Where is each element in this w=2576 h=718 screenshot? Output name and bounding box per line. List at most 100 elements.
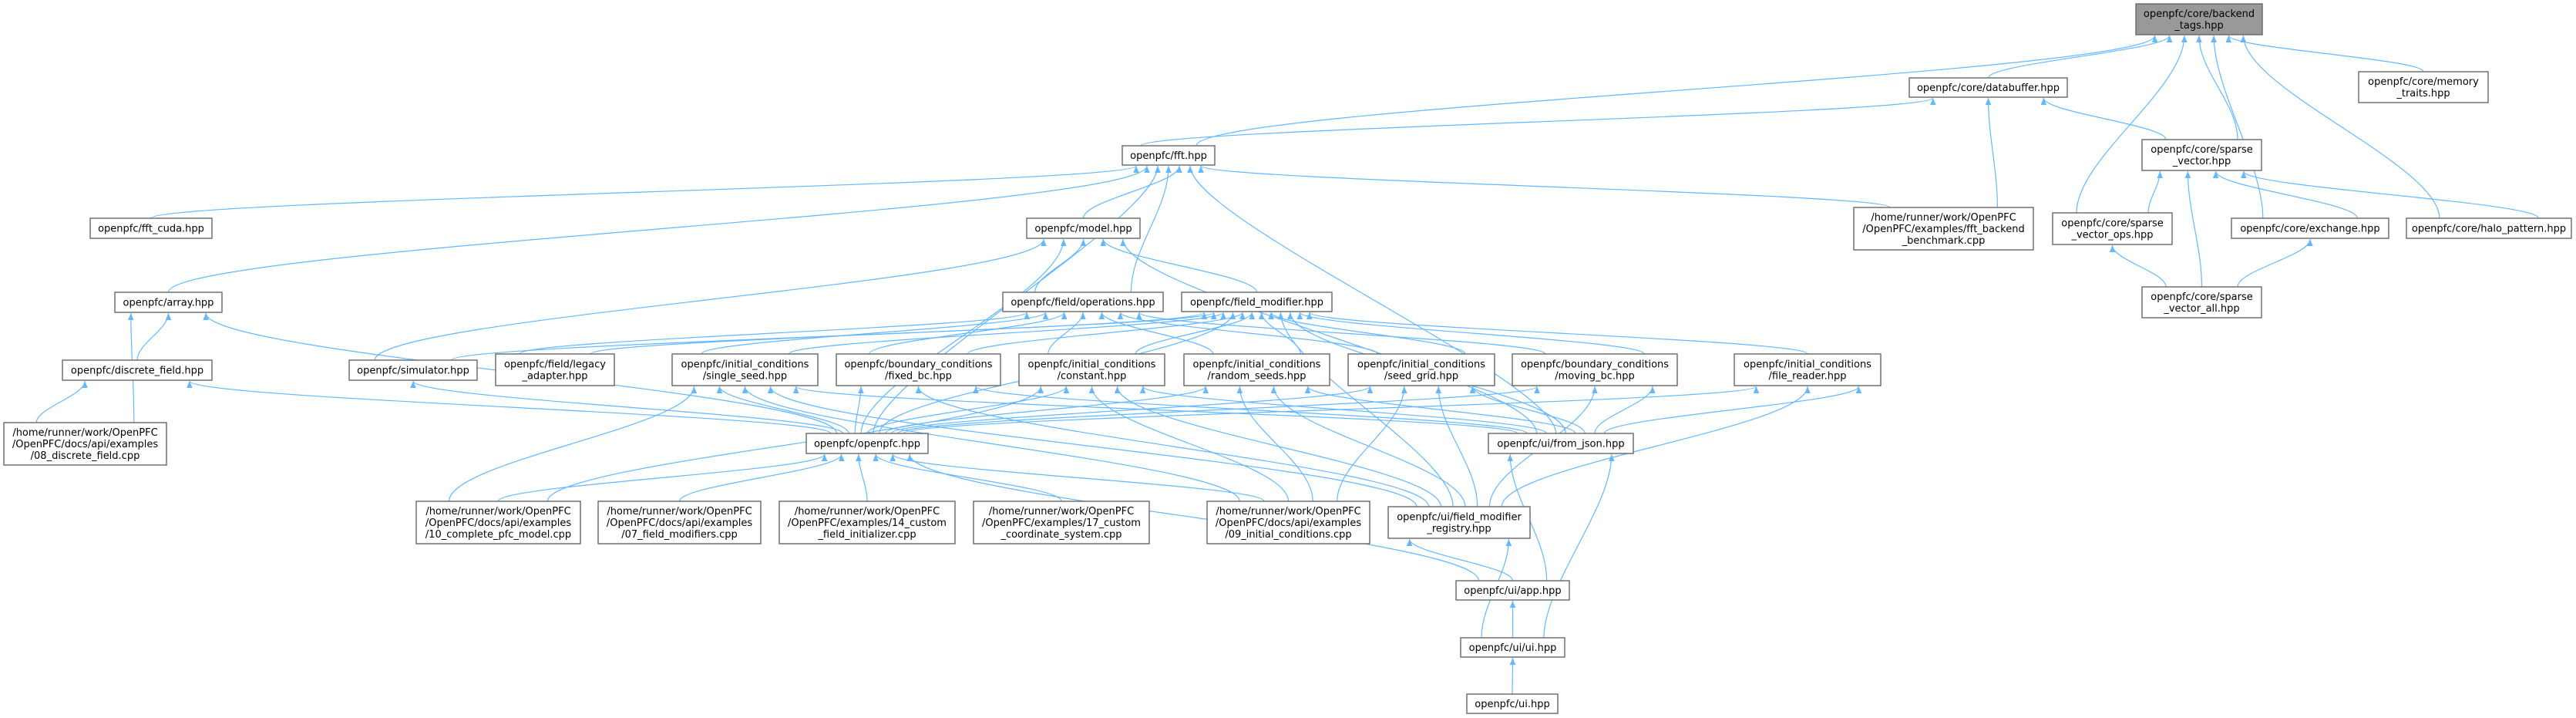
dependency-edge-ui-to-ui-ui [1509, 657, 1516, 695]
node-ex10[interactable]: /home/runner/work/OpenPFC/OpenPFC/docs/a… [415, 501, 581, 544]
node-from-json[interactable]: openpfc/ui/from_json.hpp [1488, 433, 1634, 454]
node-legacy-adapter[interactable]: openpfc/field/legacy_adapter.hpp [495, 353, 615, 386]
node-label-line: _vector_ops.hpp [2070, 230, 2153, 241]
node-label-line: openpfc/ui/from_json.hpp [1497, 439, 1624, 450]
node-label: openpfc/ui/field_modifier_registry.hpp [1397, 512, 1522, 535]
node-label: openpfc/initial_conditions/file_reader.h… [1744, 359, 1871, 383]
node-label-line: _coordinate_system.cpp [1000, 529, 1122, 541]
node-field-modifier[interactable]: openpfc/field_modifier.hpp [1181, 292, 1333, 312]
node-simulator[interactable]: openpfc/simulator.hpp [348, 359, 478, 381]
node-fixed-bc[interactable]: openpfc/boundary_conditions/fixed_bc.hpp [836, 353, 1001, 386]
node-box [2358, 71, 2489, 103]
node-ex17[interactable]: /home/runner/work/OpenPFC/OpenPFC/exampl… [973, 501, 1150, 544]
node-box [415, 501, 581, 544]
node-label: openpfc/core/exchange.hpp [2240, 224, 2379, 235]
node-box [1460, 637, 1565, 658]
node-fft[interactable]: openpfc/fft.hpp [1122, 145, 1216, 166]
node-sparse-vector-all[interactable]: openpfc/core/sparse_vector_all.hpp [2141, 286, 2262, 319]
node-registry[interactable]: openpfc/ui/field_modifier_registry.hpp [1387, 506, 1531, 539]
node-box [1466, 693, 1559, 714]
node-random-seeds[interactable]: openpfc/initial_conditions/random_seeds.… [1183, 353, 1330, 386]
dependency-edge-fft-to-backend-tags [1196, 35, 2158, 147]
dependency-edge-openpfc-to-file-reader [903, 386, 1759, 434]
node-backend-tags: openpfc/core/backend_tags.hpp [2135, 3, 2263, 35]
node-model[interactable]: openpfc/model.hpp [1026, 217, 1141, 239]
node-ex14[interactable]: /home/runner/work/OpenPFC/OpenPFC/exampl… [779, 501, 956, 544]
node-file-reader[interactable]: openpfc/initial_conditions/file_reader.h… [1734, 353, 1882, 386]
node-app[interactable]: openpfc/ui/app.hpp [1455, 580, 1570, 601]
node-label-line: openpfc/initial_conditions [1193, 359, 1321, 371]
node-ui-ui[interactable]: openpfc/ui/ui.hpp [1460, 637, 1565, 658]
node-ex07[interactable]: /home/runner/work/OpenPFC/OpenPFC/docs/a… [597, 501, 762, 544]
dependency-edge-moving-bc-to-field-modifier [1296, 312, 1645, 355]
node-label-line: /moving_bc.hpp [1555, 371, 1635, 383]
node-openpfc[interactable]: openpfc/openpfc.hpp [805, 433, 929, 454]
node-discrete-field[interactable]: openpfc/discrete_field.hpp [62, 359, 213, 381]
node-box [2231, 217, 2389, 239]
node-label: openpfc/initial_conditions/random_seeds.… [1193, 359, 1321, 383]
dependency-edge-field-operations-to-model [1034, 238, 1087, 293]
edges-layer [35, 35, 2539, 695]
node-seed-grid[interactable]: openpfc/initial_conditions/seed_grid.hpp [1347, 353, 1495, 386]
dependency-edge-single-seed-to-field-modifier [788, 312, 1226, 355]
node-single-seed[interactable]: openpfc/initial_conditions/single_seed.h… [671, 353, 819, 386]
node-label: openpfc/core/memory_traits.hpp [2368, 76, 2479, 99]
node-box [89, 217, 213, 239]
dependency-edge-sparse-vector-to-backend-tags [2196, 35, 2238, 140]
node-label: openpfc/core/backend_tags.hpp [2144, 8, 2255, 32]
node-memory-traits[interactable]: openpfc/core/memory_traits.hpp [2358, 71, 2489, 103]
node-label-line: _adapter.hpp [521, 371, 587, 383]
node-label: openpfc/core/sparse_vector_ops.hpp [2061, 218, 2163, 241]
dependency-edge-from-json-to-file-reader [1603, 386, 1862, 434]
node-label-line: openpfc/core/halo_pattern.hpp [2412, 224, 2566, 235]
node-label-line: /OpenPFC/docs/api/examples [607, 517, 753, 529]
node-box [1181, 292, 1333, 312]
node-label: openpfc/field_modifier.hpp [1190, 297, 1323, 308]
dependency-edge-single-seed-to-field-operations [701, 312, 1049, 355]
node-label-line: openpfc/core/sparse [2151, 292, 2252, 303]
node-databuffer[interactable]: openpfc/core/databuffer.hpp [1908, 77, 2068, 98]
node-sparse-vector-ops[interactable]: openpfc/core/sparse_vector_ops.hpp [2052, 212, 2173, 245]
node-constant[interactable]: openpfc/initial_conditions/constant.hpp [1018, 353, 1165, 386]
node-field-operations[interactable]: openpfc/field/operations.hpp [1002, 292, 1164, 312]
node-label-line: openpfc/boundary_conditions [844, 359, 992, 371]
node-box [2141, 139, 2262, 171]
dependency-edge-ex09-to-seed-grid [1337, 386, 1407, 502]
dependency-edge-app-to-openpfc [906, 453, 1479, 581]
dependency-edge-memory-traits-to-backend-tags [2225, 35, 2424, 72]
node-label-line: /home/runner/work/OpenPFC [795, 506, 940, 517]
node-ex08[interactable]: /home/runner/work/OpenPFC/OpenPFC/docs/a… [3, 422, 167, 466]
node-label-line: /OpenPFC/examples/fft_backend [1862, 224, 2024, 235]
dependency-edge-sparse-vector-to-databuffer [2040, 97, 2167, 140]
node-box [1512, 353, 1678, 386]
node-box [1347, 353, 1495, 386]
node-sparse-vector[interactable]: openpfc/core/sparse_vector.hpp [2141, 139, 2262, 171]
node-halo-pattern[interactable]: openpfc/core/halo_pattern.hpp [2406, 217, 2572, 239]
node-label-line: /fixed_bc.hpp [885, 371, 952, 383]
node-box [3, 422, 167, 466]
node-box [1026, 217, 1141, 239]
node-label-line: openpfc/array.hpp [123, 298, 214, 309]
dependency-edge-fft-to-databuffer [1140, 97, 1936, 147]
node-label-line: /home/runner/work/OpenPFC [425, 506, 570, 517]
node-label-line: openpfc/core/databuffer.hpp [1917, 83, 2060, 94]
node-fft-cuda[interactable]: openpfc/fft_cuda.hpp [89, 217, 213, 239]
node-exchange[interactable]: openpfc/core/exchange.hpp [2231, 217, 2389, 239]
node-label-line: openpfc/boundary_conditions [1521, 359, 1669, 371]
node-box [1002, 292, 1164, 312]
node-array[interactable]: openpfc/array.hpp [114, 292, 223, 313]
node-moving-bc[interactable]: openpfc/boundary_conditions/moving_bc.hp… [1512, 353, 1678, 386]
dependency-edge-constant-to-field-operations [1048, 312, 1086, 355]
dependency-edge-sparse-vector-ops-to-backend-tags [2076, 35, 2188, 214]
node-box [1455, 580, 1570, 601]
dependency-edge-from-json-to-fft [1187, 165, 1557, 434]
node-ex09[interactable]: /home/runner/work/OpenPFC/OpenPFC/docs/a… [1206, 501, 1370, 544]
node-box [2052, 212, 2173, 245]
node-fft-backend-benchmark[interactable]: /home/runner/work/OpenPFC/OpenPFC/exampl… [1853, 207, 2034, 251]
node-label: openpfc/discrete_field.hpp [71, 366, 203, 377]
node-label: /home/runner/work/OpenPFC/OpenPFC/docs/a… [12, 427, 159, 462]
node-label: openpfc/boundary_conditions/moving_bc.hp… [1521, 359, 1669, 383]
node-ui[interactable]: openpfc/ui.hpp [1466, 693, 1559, 714]
dependency-edge-ex07-to-openpfc [678, 453, 845, 502]
